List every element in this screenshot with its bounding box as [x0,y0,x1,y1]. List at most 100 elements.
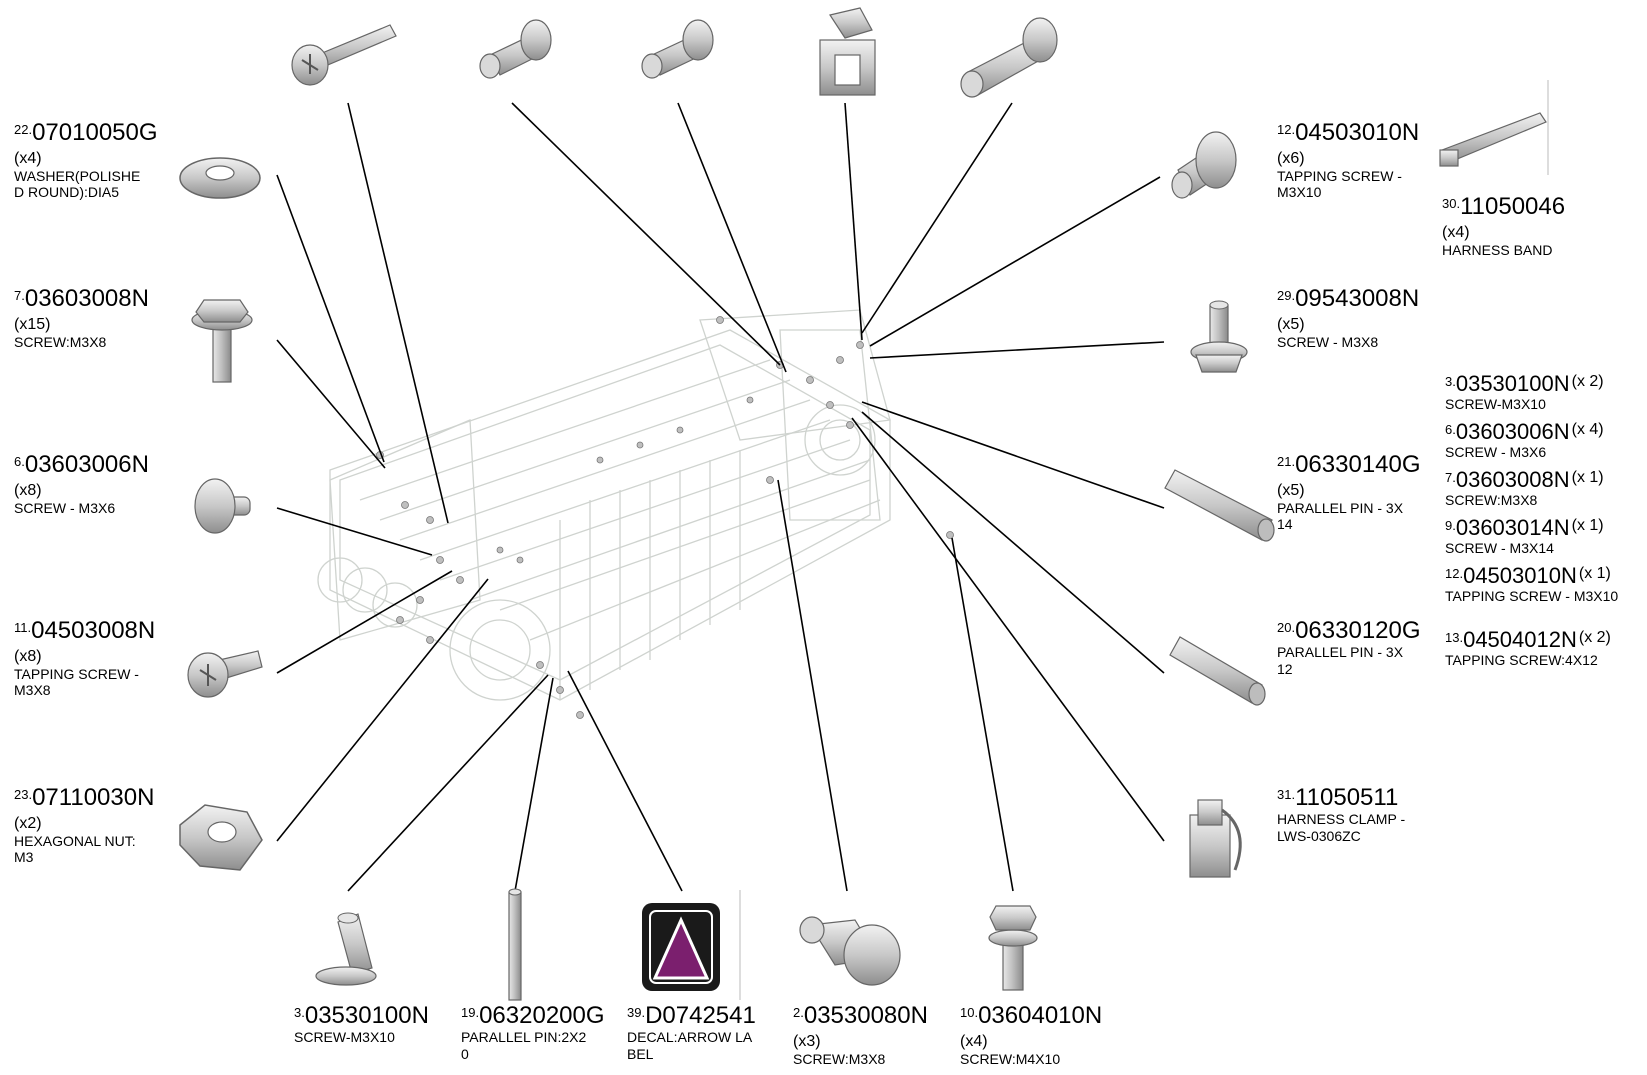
summary-part-line: 12.04503010N(x 1) [1445,564,1618,588]
screw-part-29 [1190,300,1248,373]
description-line: WASHER(POLISHE [14,167,141,184]
part-number-line: 29.09543008N [1277,285,1420,312]
part-number-line: 22.07010050G [14,119,158,146]
callout-part-30: 30.11050046 (x4)HARNESS BAND [1442,193,1566,258]
quantity: (x4) [1442,224,1470,242]
quantity: (x15) [14,316,51,334]
callout-part-12: 12.04503010N(x6)TAPPING SCREW -M3X10 [1277,119,1420,201]
callout-index: 11. [14,620,32,635]
part-number-line: 21.06330140G [1277,451,1421,478]
part-number: 07110030N [32,784,155,811]
summary-description: TAPPING SCREW - M3X10 [1445,587,1619,604]
tapping-screw-part-11 [187,650,263,698]
description-line: SCREW:M4X10 [960,1050,1061,1067]
quantity: (x6) [1277,150,1305,168]
summary-part-line: 13.04504012N(x 2) [1445,628,1611,652]
callout-index: 10. [960,1005,979,1020]
quantity: (x5) [1277,316,1305,334]
callout-part-7: 7.03603008N(x15)SCREW:M3X8 [14,285,149,350]
summary-item: 3.03530100N(x 2)SCREW-M3X10 [1445,372,1604,411]
tapping-screw-part-12 [1171,131,1237,199]
summary-part-number: 03603014N [1455,515,1570,540]
description-line: 14 [1277,516,1293,533]
harness-band-part-30 [1439,80,1549,175]
part-number-line: 20.06330120G [1277,617,1421,644]
quantity: (x4) [960,1033,988,1051]
description-line: TAPPING SCREW - [1277,167,1402,184]
callout-index: 12. [1277,122,1296,137]
summary-index: 3. [1445,374,1456,389]
description-line: HARNESS CLAMP - [1277,811,1406,828]
summary-index: 12. [1445,566,1464,581]
callout-part-2: 2.03530080N(x3)SCREW:M3X8 [793,1002,928,1067]
description-line: 0 [461,1045,469,1062]
summary-part-number: 04504012N [1463,627,1577,652]
callout-part-6: 6.03603006N(x8)SCREW - M3X6 [14,451,149,516]
part-number: 06330120G [1295,617,1421,644]
main-assembly [317,309,891,701]
callout-part-10: 10.03604010N(x4)SCREW:M4X10 [960,1002,1102,1067]
summary-item: 12.04503010N(x 1)TAPPING SCREW - M3X10 [1445,564,1618,603]
part-number-line: 11.04503008N [14,617,155,644]
screw-top-3 [641,19,714,79]
summary-part-line: 9.03603014N(x 1) [1445,516,1604,540]
assembly-screws [376,316,954,719]
description-line: DECAL:ARROW LA [627,1029,753,1046]
decal-part-39 [642,890,741,1000]
screw-top-5 [960,17,1058,98]
quantity: (x3) [793,1033,821,1051]
quantity: (x4) [14,150,42,168]
part-number: 09543008N [1295,285,1420,312]
summary-description: SCREW-M3X10 [1445,395,1546,412]
callout-index: 7. [14,288,25,303]
description-line: PARALLEL PIN - 3X [1277,499,1404,516]
callout-index: 19. [461,1005,480,1020]
callout-index: 6. [14,454,25,469]
summary-quantity: (x 2) [1571,373,1604,390]
harness-clamp-top [819,7,876,96]
part-number-line: 12.04503010N [1277,119,1420,146]
summary-quantity: (x 1) [1571,517,1604,534]
callout-index: 3. [294,1005,305,1020]
summary-part-number: 04503010N [1463,563,1577,588]
part-number: 11050046 [1460,193,1566,220]
hex-bolt-part-10 [988,905,1038,991]
part-number-line: 7.03603008N [14,285,149,312]
description-line: D ROUND):DIA5 [14,184,120,201]
callout-index: 22. [14,122,33,137]
callout-index: 20. [1277,620,1296,635]
summary-part-number: 03530100N [1455,371,1570,396]
screw-top-2 [479,19,552,79]
harness-clamp-part-31 [1189,799,1242,878]
leader-lines [276,102,1165,892]
summary-part-line: 3.03530100N(x 2) [1445,372,1604,396]
screw-part-2 [799,916,901,986]
summary-quantity: (x 2) [1578,629,1611,646]
description-line: SCREW - M3X6 [14,499,116,516]
hex-bolt-part-7 [191,299,253,383]
callout-index: 21. [1277,454,1296,469]
callout-index: 39. [627,1005,646,1020]
parallel-pin-part-21 [1164,469,1275,542]
summary-description: SCREW - M3X6 [1445,443,1547,460]
quantity: (x2) [14,815,42,833]
part-number-line: 30.11050046 [1442,193,1566,220]
summary-item: 7.03603008N(x 1)SCREW:M3X8 [1445,468,1604,507]
parallel-pin-part-19 [508,888,522,1001]
screw-part-6 [194,478,251,534]
callout-part-23: 23.07110030N(x2)HEXAGONAL NUT:M3 [14,784,155,866]
summary-quantity: (x 1) [1571,469,1604,486]
description-line: HARNESS BAND [1442,241,1553,258]
part-number: 07010050G [32,119,158,146]
part-number: 04503010N [1295,119,1420,146]
description-line: M3X8 [14,682,51,699]
callout-index: 31. [1277,787,1296,802]
summary-description: SCREW:M3X8 [1445,491,1538,508]
part-number-line: 19.06320200G [461,1002,605,1029]
callout-index: 30. [1442,196,1461,211]
